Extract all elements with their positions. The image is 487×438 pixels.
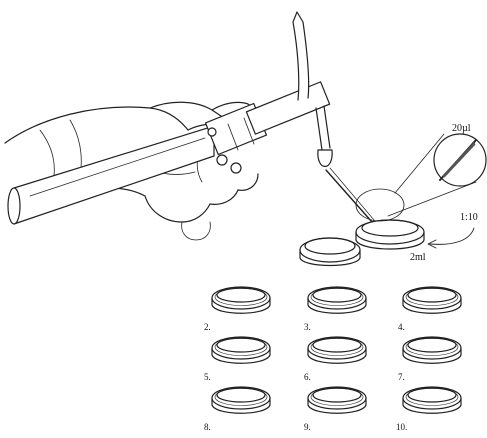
- petri-dish-2: [212, 287, 270, 313]
- petri-dish-9: [308, 387, 366, 413]
- dish-label-6: 6.: [304, 372, 311, 382]
- dilution-arrow: [428, 228, 474, 248]
- dish-label-3: 3.: [304, 322, 311, 332]
- pipette-tip: [326, 168, 377, 225]
- petri-dish-6: [308, 337, 366, 363]
- dish-label-7: 7.: [398, 372, 405, 382]
- dish-label-4: 4.: [398, 322, 405, 332]
- pipette-body: [206, 12, 333, 173]
- dish-label-2: 2.: [204, 322, 211, 332]
- dish-grid: [212, 287, 461, 413]
- pipette-handle: [8, 126, 214, 224]
- volume-20ul-label: 20µl: [452, 123, 471, 134]
- dish-empty: [300, 238, 360, 266]
- source-dish: [356, 220, 424, 249]
- dish-label-10: 10.: [396, 422, 407, 432]
- dish-label-9: 9.: [304, 422, 311, 432]
- dish-label-5: 5.: [204, 372, 211, 382]
- volume-2ml-label: 2ml: [410, 252, 426, 263]
- petri-dish-8: [212, 387, 270, 413]
- petri-dish-5: [212, 337, 270, 363]
- petri-dish-4: [403, 287, 461, 313]
- magnifier: [356, 134, 486, 221]
- dilution-label: 1:10: [460, 212, 478, 223]
- dish-label-8: 8.: [204, 422, 211, 432]
- petri-dish-3: [308, 287, 366, 313]
- petri-dish-7: [403, 337, 461, 363]
- petri-dish-10: [403, 387, 461, 413]
